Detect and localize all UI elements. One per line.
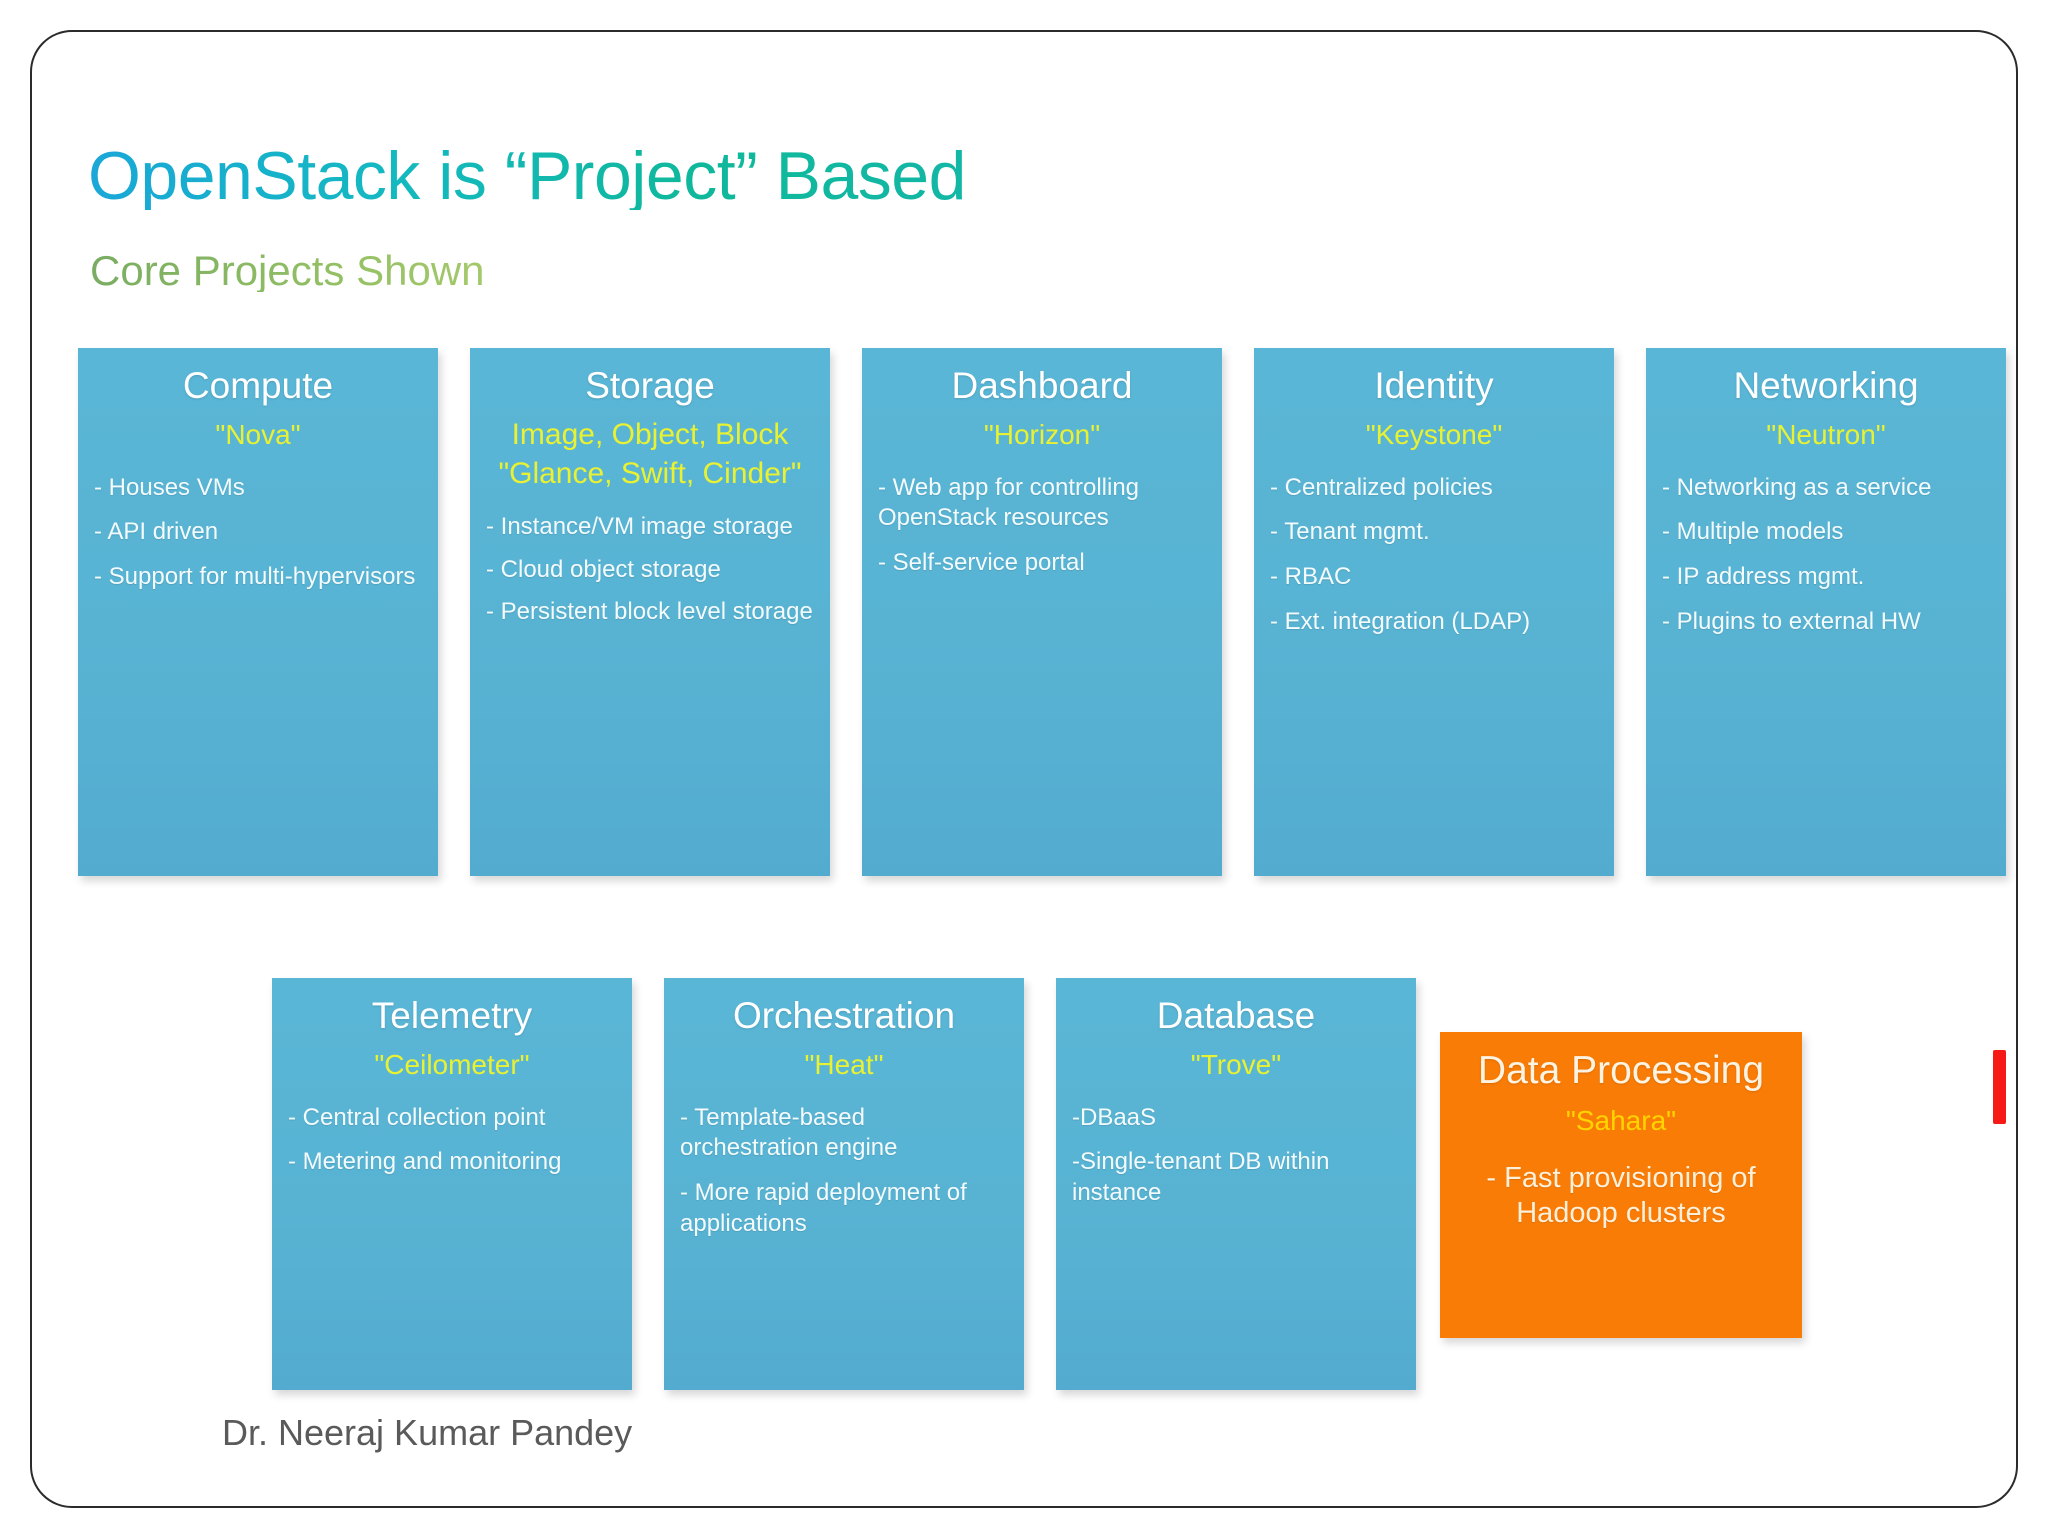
card-title: Dashboard — [951, 365, 1133, 406]
card-bullet-list: - Networking as a service - Multiple mod… — [1662, 473, 1990, 638]
list-item: - Persistent block level storage — [486, 598, 813, 626]
list-item: - Web app for controlling OpenStack reso… — [878, 473, 1140, 532]
list-item: - Support for multi-hypervisors — [94, 563, 416, 591]
project-card-data-processing[interactable]: Data Processing "Sahara" - Fast provisio… — [1440, 1032, 1802, 1338]
project-card-orchestration[interactable]: Orchestration "Heat" - Template-based or… — [664, 978, 1024, 1390]
list-item: - Instance/VM image storage — [486, 512, 793, 540]
card-title: Data Processing — [1477, 1049, 1765, 1092]
card-codename: "Horizon" — [983, 418, 1101, 450]
card-title: Compute — [182, 365, 334, 406]
red-marker-icon — [1993, 1050, 2006, 1124]
list-item: - IP address mgmt. — [1662, 563, 1865, 591]
page-title: OpenStack is “Project” Based — [88, 138, 966, 214]
project-card-telemetry[interactable]: Telemetry "Ceilometer" - Central collect… — [272, 978, 632, 1390]
project-card-identity[interactable]: Identity "Keystone" - Centralized polici… — [1254, 348, 1614, 876]
card-title: Database — [1156, 995, 1316, 1036]
list-item: - Multiple models — [1662, 518, 1844, 546]
list-item: - Self-service portal — [878, 549, 1085, 577]
list-item: - Cloud object storage — [486, 555, 721, 583]
card-title: Networking — [1733, 365, 1919, 406]
author-credit: Dr. Neeraj Kumar Pandey — [222, 1412, 633, 1453]
page-subtitle: Core Projects Shown — [90, 247, 485, 294]
card-title: Orchestration — [732, 995, 956, 1036]
card-bullet-list: - Web app for controlling OpenStack reso… — [878, 473, 1206, 579]
card-codename: "Trove" — [1190, 1048, 1282, 1080]
list-item: - Tenant mgmt. — [1270, 518, 1430, 546]
card-bullet-list: - Fast provisioning of Hadoop clusters — [1456, 1161, 1786, 1232]
project-card-database[interactable]: Database "Trove" -DBaaS -Single-tenant D… — [1056, 978, 1416, 1390]
card-bullet-list: - Instance/VM image storage - Cloud obje… — [486, 512, 814, 628]
list-item: - More rapid deployment of applications — [680, 1179, 967, 1237]
list-item: - Plugins to external HW — [1662, 607, 1921, 635]
card-codename-line: "Glance, Swift, Cinder" — [498, 456, 802, 490]
project-card-compute[interactable]: Compute "Nova" - Houses VMs - API driven… — [78, 348, 438, 876]
list-item: -Single-tenant DB within instance — [1072, 1148, 1330, 1207]
card-codename: Image, Object, Block "Glance, Swift, Cin… — [486, 418, 814, 490]
card-codename: "Heat" — [804, 1048, 884, 1080]
list-item: - Centralized policies — [1270, 473, 1493, 501]
card-bullet-list: - Houses VMs - API driven - Support for … — [94, 473, 422, 593]
project-card-dashboard[interactable]: Dashboard "Horizon" - Web app for contro… — [862, 348, 1222, 876]
list-item: - Houses VMs — [94, 473, 245, 501]
card-title: Telemetry — [371, 995, 533, 1036]
list-item: - Ext. integration (LDAP) — [1270, 607, 1531, 635]
card-codename: "Sahara" — [1565, 1105, 1677, 1137]
list-item: - Metering and monitoring — [288, 1148, 562, 1176]
card-bullet-list: - Template-based orchestration engine - … — [680, 1103, 1008, 1240]
list-item: -DBaaS — [1072, 1103, 1157, 1131]
list-item: - Networking as a service — [1662, 473, 1932, 501]
project-card-networking[interactable]: Networking "Neutron" - Networking as a s… — [1646, 348, 2006, 876]
list-item: - RBAC — [1270, 563, 1352, 591]
card-codename: "Keystone" — [1365, 418, 1503, 450]
card-bullet-list: -DBaaS -Single-tenant DB within instance — [1072, 1103, 1400, 1209]
card-bullet-list: - Central collection point - Metering an… — [288, 1103, 616, 1178]
card-title: Storage — [585, 365, 715, 406]
card-title: Identity — [1374, 365, 1494, 406]
list-item: - Central collection point — [288, 1103, 546, 1131]
project-card-storage[interactable]: Storage Image, Object, Block "Glance, Sw… — [470, 348, 830, 876]
list-item: - API driven — [94, 518, 219, 546]
card-codename: "Ceilometer" — [374, 1048, 530, 1080]
card-codename: "Neutron" — [1766, 418, 1886, 450]
list-item: - Template-based orchestration engine — [680, 1103, 898, 1162]
card-codename: "Nova" — [215, 418, 301, 450]
list-item: - Fast provisioning of Hadoop clusters — [1486, 1161, 1756, 1230]
card-codename-line: Image, Object, Block — [511, 417, 789, 451]
card-bullet-list: - Centralized policies - Tenant mgmt. - … — [1270, 473, 1598, 638]
